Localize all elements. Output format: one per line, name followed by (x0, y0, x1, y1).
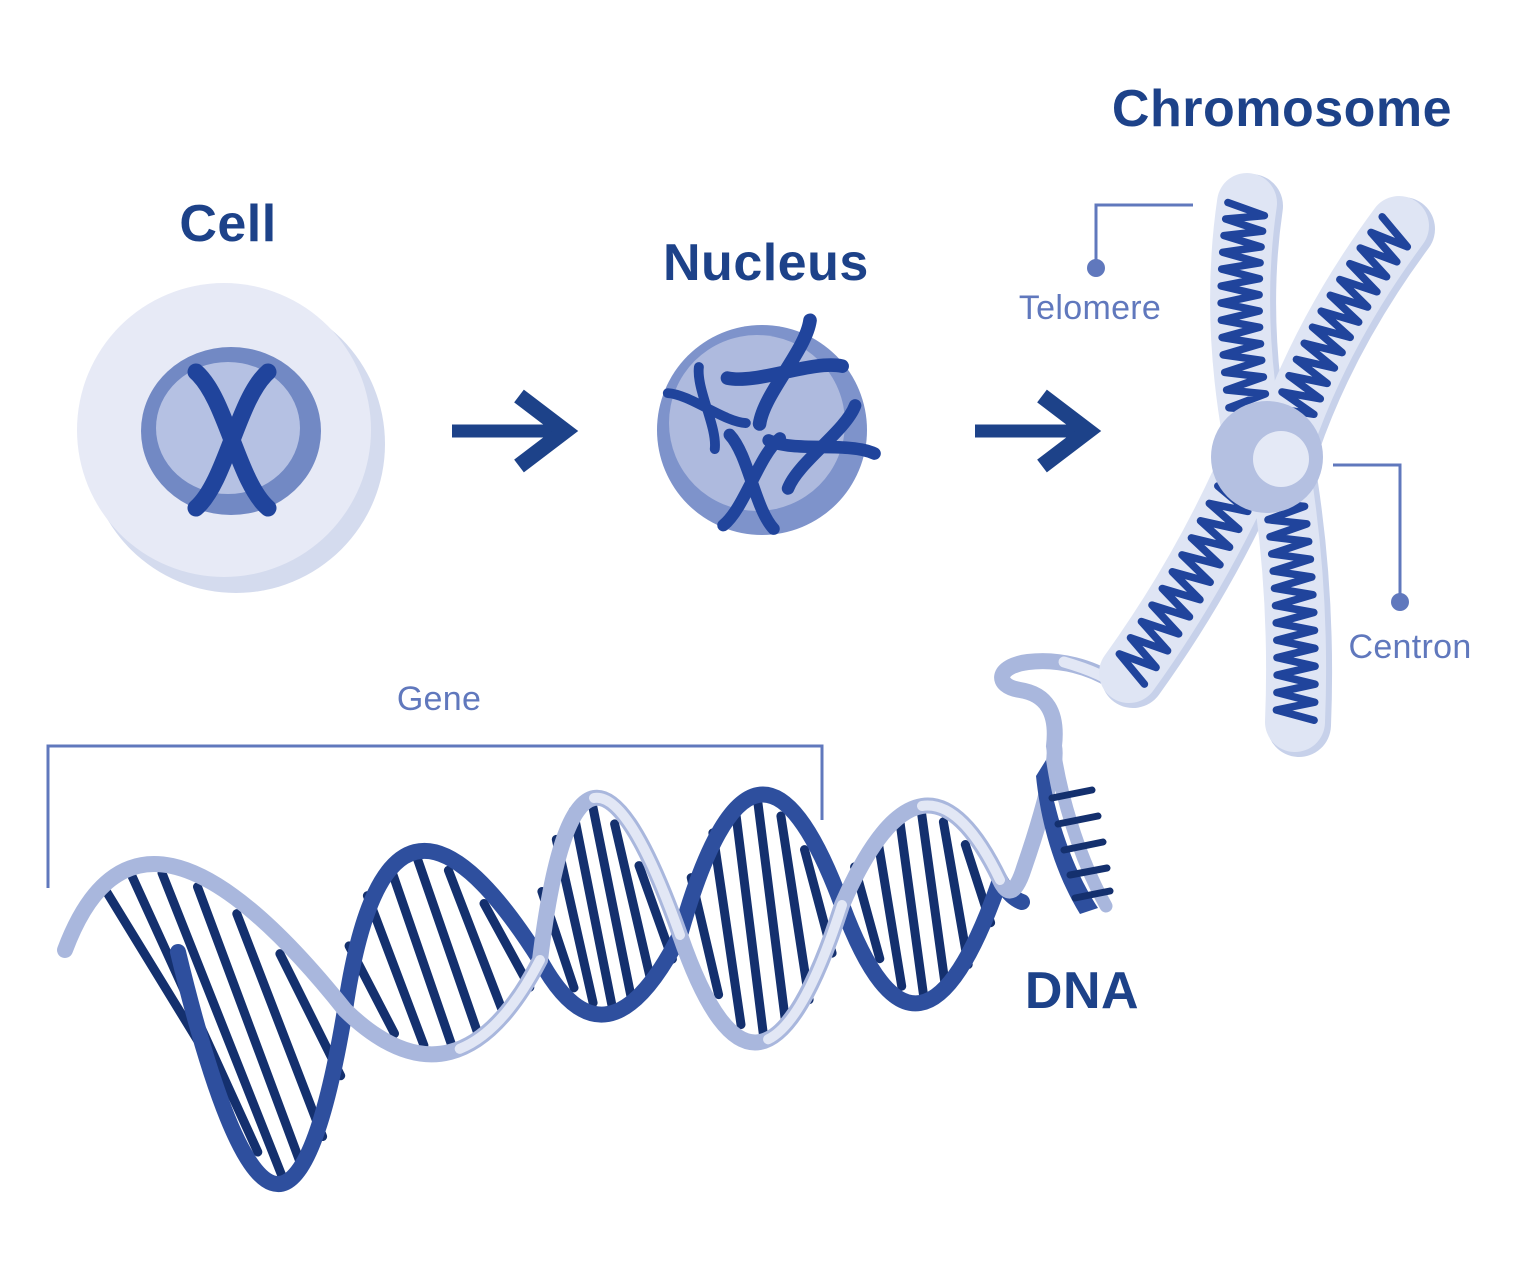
chromatin-coil-upper-left (1217, 198, 1272, 430)
cell-icon (77, 283, 385, 593)
callout-dot-icon (1391, 593, 1409, 611)
arrow-head (1037, 389, 1102, 473)
dna-helix-icon (57, 653, 1140, 1192)
centron-callout (1333, 463, 1409, 611)
cell-label: Cell (179, 195, 277, 253)
chromosome-label: Chromosome (1111, 80, 1453, 138)
dna-label: DNA (1024, 962, 1140, 1020)
chromosome-icon (1099, 173, 1435, 757)
dna-base-pair-rungs (97, 797, 996, 1181)
chromatin-coil-lower-left (1115, 482, 1261, 688)
telomere-callout-line (1094, 203, 1193, 260)
callout-dot-icon (1087, 259, 1105, 277)
telomere-label: Telomere (1018, 289, 1162, 327)
dna-strand-highlight (454, 792, 1005, 1054)
centron-label: Centron (1348, 628, 1472, 666)
nucleus-label: Nucleus (663, 234, 869, 292)
centron-callout-line (1333, 463, 1402, 594)
right-arrow-icon (452, 389, 579, 473)
arrow-head (514, 389, 579, 473)
centromere-inner (1253, 431, 1309, 487)
right-arrow-icon (975, 389, 1102, 473)
nucleus-icon (657, 320, 875, 535)
gene-bracket (46, 744, 824, 888)
chromatin-coil-upper-right (1265, 213, 1412, 434)
gene-label: Gene (396, 680, 482, 718)
dna-fold-rungs (1048, 786, 1114, 902)
cell-chromosome-glyph (187, 363, 277, 517)
dna-strand-light (57, 653, 1140, 1063)
dna-strand-dark (170, 786, 1030, 1192)
telomere-callout (1087, 203, 1193, 277)
chromatin-coil-lower-right (1262, 484, 1319, 725)
